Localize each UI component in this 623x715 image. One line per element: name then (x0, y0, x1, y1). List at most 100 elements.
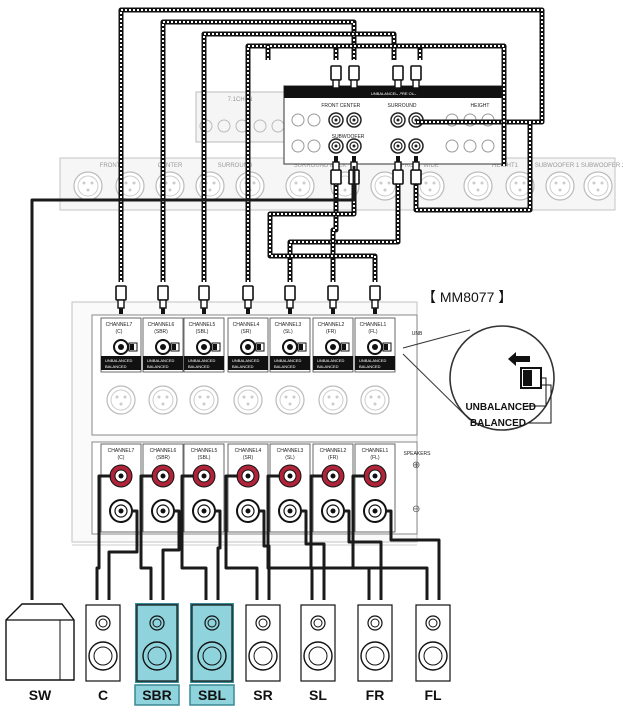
amp-sp-channel-name: CHANNEL4 (235, 448, 262, 454)
amp-channel-6: CHANNEL6(SBR)UNBALANCEDBALANCEDCHANNEL6(… (142, 317, 184, 533)
amp-switch-top-label: UNBALANCED (188, 358, 215, 363)
speaker-label: SBR (142, 687, 172, 703)
speaker-wire-negative (385, 509, 441, 600)
speaker-wire-negative (214, 509, 222, 600)
amp-rca-channel-sub: (SBL) (196, 329, 209, 335)
amp-rca-channel-name: CHANNEL4 (233, 322, 260, 328)
amp-speaker-terminal-1: CHANNEL1(FL) (354, 443, 396, 533)
speaker-c: C (85, 604, 121, 703)
speaker-wire-positive (224, 474, 259, 600)
tweeter-icon (425, 615, 441, 631)
woofer-icon (88, 641, 118, 671)
speaker-wire-negative (107, 509, 139, 600)
amp-channel-1: CHANNEL1(FL)UNBALANCEDBALANCEDCHANNEL1(F… (354, 317, 396, 533)
amp-switch-bottom-label: BALANCED (317, 364, 339, 369)
speaker-label: SW (29, 687, 52, 703)
amp-speaker-terminal-5: CHANNEL5(SBL) (183, 443, 225, 533)
speaker-wire-positive (309, 474, 371, 600)
amp-sp-channel-sub: (C) (118, 455, 125, 461)
amp-sp-channel-name: CHANNEL2 (320, 448, 347, 454)
woofer-icon (248, 641, 278, 671)
amp-channel-3: CHANNEL3(SL)UNBALANCEDBALANCEDCHANNEL3(S… (269, 317, 311, 533)
processor-panel: 7.1CH IN FRONT CENTER SURROUND SURROUND … (59, 85, 623, 211)
amp-rca-channel-sub: (FL) (368, 329, 378, 335)
tweeter-icon (255, 615, 271, 631)
cable-ch7-c (118, 7, 545, 282)
amp-sp-channel-name: CHANNEL5 (191, 448, 218, 454)
svg-text:UNB: UNB (412, 331, 423, 337)
amp-rca-channel-sub: (FR) (326, 329, 336, 335)
amp-sp-channel-sub: (SL) (285, 455, 295, 461)
svg-text:CENTER: CENTER (158, 163, 183, 169)
processor-front-label: FRONT (321, 103, 338, 109)
amp-switch-bottom-label: BALANCED (274, 364, 296, 369)
amp-speaker-terminal-6: CHANNEL6(SBR) (142, 443, 184, 533)
model-label: 【 MM8077 】 (422, 289, 512, 305)
amp-rca-channel-sub: (SBR) (154, 329, 168, 335)
amp-switch-bottom-label: BALANCED (188, 364, 210, 369)
zoom-balanced-label: BALANCED (470, 418, 526, 429)
amp-sp-channel-name: CHANNEL1 (362, 448, 389, 454)
svg-text:FRONT: FRONT (100, 163, 121, 169)
processor-height-label: HEIGHT (471, 103, 490, 109)
svg-text:7.1CH IN: 7.1CH IN (228, 97, 253, 103)
amp-rca-channel-name: CHANNEL5 (189, 322, 216, 328)
amp-rca-channel-sub: (SL) (283, 329, 293, 335)
amp-channel-5: CHANNEL5(SBL)UNBALANCEDBALANCEDCHANNEL5(… (183, 317, 225, 533)
speaker-label: SL (309, 687, 327, 703)
amp-switch-top-label: UNBALANCED (274, 358, 301, 363)
speaker-wire-negative (300, 509, 326, 600)
processor-front-jack-l (328, 112, 344, 128)
amp-channel-4: CHANNEL4(SR)UNBALANCEDBALANCEDCHANNEL4(S… (227, 317, 269, 533)
speaker-wire-negative (343, 509, 383, 600)
cable-subwoofer (30, 166, 356, 600)
amp-switch-top-label: UNBALANCED (105, 358, 132, 363)
speaker-label: FR (366, 687, 385, 703)
amp-rca-channel-name: CHANNEL1 (360, 322, 387, 328)
tweeter-icon (95, 615, 111, 631)
speaker-label: SR (253, 687, 272, 703)
processor-center-label: CENTER (340, 103, 361, 109)
processor-surround-back-jack-l (390, 138, 406, 154)
amp-rca-channel-sub: (C) (116, 329, 123, 335)
speaker-wire-positive (139, 474, 153, 600)
tweeter-icon (310, 615, 326, 631)
cable-ch1-fl (267, 166, 378, 282)
amp-switch-bottom-label: BALANCED (147, 364, 169, 369)
processor-preout-header: UNBALANCED PRE OUT (371, 91, 418, 96)
switch-zoom-callout: UNBALANCED BALANCED (402, 325, 555, 431)
speaker-label: FL (424, 687, 442, 703)
woofer-icon (303, 641, 333, 671)
speaker-fr: FR (357, 604, 393, 703)
minus-sign: ⊖ (412, 504, 420, 515)
amp-sp-channel-sub: (SBR) (156, 455, 170, 461)
svg-text:SURROUND BACK: SURROUND BACK (294, 163, 347, 169)
speaker-sbr: SBR (134, 603, 180, 706)
speaker-wire-positive (351, 474, 429, 600)
amp-switch-top-label: UNBALANCED (317, 358, 344, 363)
amp-sp-channel-sub: (SR) (243, 455, 254, 461)
processor-subwoofer-jack (346, 138, 362, 154)
tweeter-icon (204, 615, 220, 631)
cable-ch3-sl (287, 166, 401, 282)
amp-rca-channel-name: CHANNEL7 (106, 322, 133, 328)
amp-switch-bottom-label: BALANCED (359, 364, 381, 369)
amp-speaker-terminal-2: CHANNEL2(FR) (312, 443, 354, 533)
amp-sp-channel-name: CHANNEL6 (150, 448, 177, 454)
cable-loop-extra (265, 43, 507, 166)
woofer-icon (142, 641, 172, 671)
processor-front-jack-r (346, 112, 362, 128)
amp-speaker-terminal-3: CHANNEL3(SL) (269, 443, 311, 533)
speaker-wire-negative (161, 509, 181, 600)
amp-channel-2: CHANNEL2(FR)UNBALANCEDBALANCEDCHANNEL2(F… (312, 317, 354, 533)
processor-surround-label: SURROUND (388, 103, 417, 109)
svg-text:FRONT WIDE: FRONT WIDE (401, 163, 439, 169)
amp-rca-channel-name: CHANNEL6 (148, 322, 175, 328)
woofer-icon (197, 641, 227, 671)
tweeter-icon (367, 615, 383, 631)
amplifier-panel: ⊕ ⊖ UNB SPEAKERS CHANNEL7(C)UNBALANCEDBA… (71, 301, 431, 546)
amp-sp-channel-sub: (FR) (328, 455, 338, 461)
amp-rca-channel-name: CHANNEL3 (275, 322, 302, 328)
